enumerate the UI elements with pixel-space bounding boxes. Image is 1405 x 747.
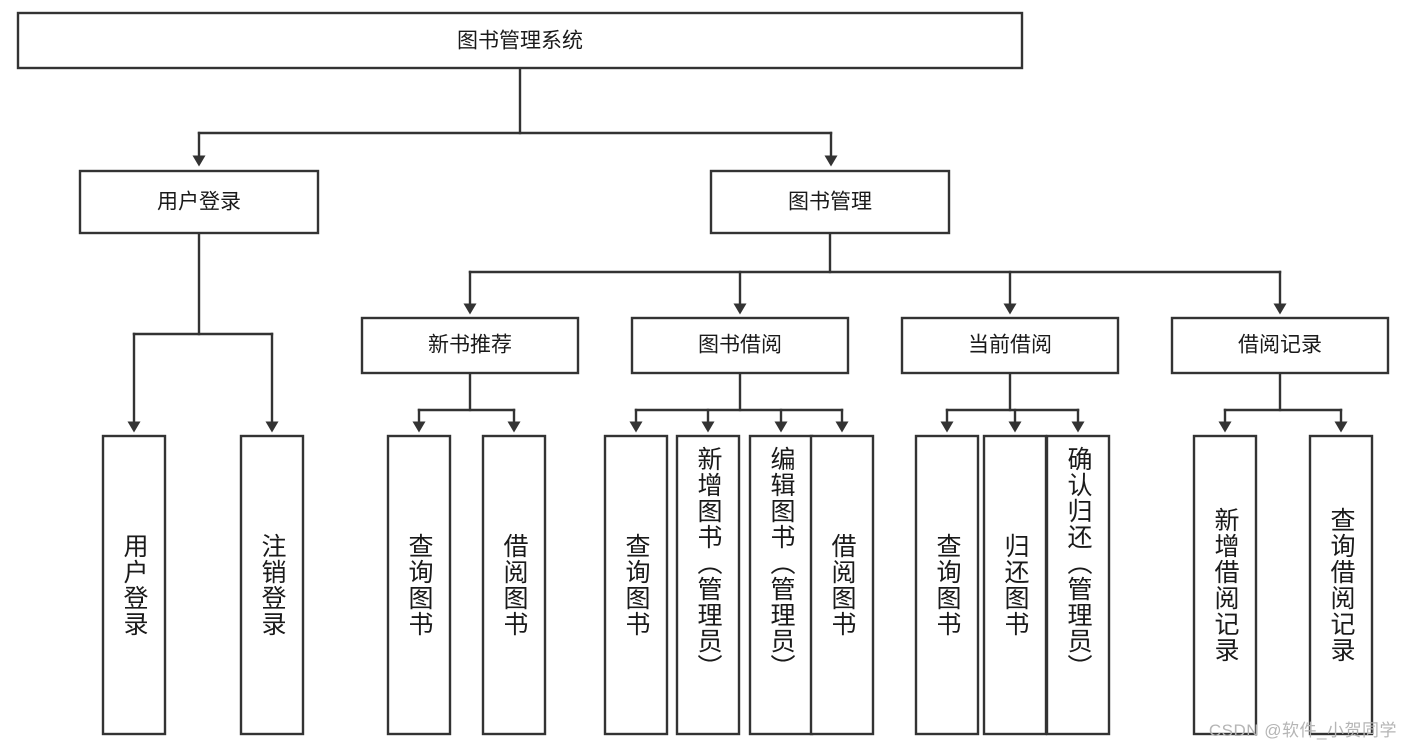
node-root[interactable]: 图书管理系统 (16, 11, 1024, 70)
node-current-borrow-label: 当前借阅 (968, 334, 1052, 357)
leaf-box-query-book-1[interactable] (386, 434, 452, 736)
node-book-borrow[interactable]: 图书借阅 (630, 316, 850, 375)
watermark-text: CSDN @软件_小贺同学 (1208, 721, 1397, 740)
node-borrow-record[interactable]: 借阅记录 (1170, 316, 1390, 375)
leaf-box-return-book[interactable] (982, 434, 1048, 736)
node-book-management[interactable]: 图书管理 (709, 169, 951, 235)
leaf-box-confirm-return[interactable] (1045, 434, 1111, 736)
node-user-login[interactable]: 用户登录 (78, 169, 320, 235)
node-book-borrow-label: 图书借阅 (698, 334, 782, 357)
connector-root-to-level2 (192, 66, 838, 167)
connector-book-borrow-to-leaves (629, 371, 849, 433)
connector-book-mgmt-to-level3 (463, 231, 1287, 315)
node-new-book-recommend[interactable]: 新书推荐 (360, 316, 580, 375)
leaf-box-borrow-book-2[interactable] (809, 434, 875, 736)
connector-new-book-rec-to-leaves (412, 371, 521, 433)
node-borrow-record-label: 借阅记录 (1238, 334, 1322, 357)
leaf-box-user-login[interactable] (101, 434, 167, 736)
leaf-box-query-book-2[interactable] (603, 434, 669, 736)
node-user-login-label: 用户登录 (157, 191, 241, 214)
leaf-box-borrow-book-1[interactable] (481, 434, 547, 736)
leaf-box-edit-book[interactable] (748, 434, 814, 736)
leaf-box-query-book-3[interactable] (914, 434, 980, 736)
node-current-borrow[interactable]: 当前借阅 (900, 316, 1120, 375)
connector-current-borrow-to-leaves (940, 371, 1085, 433)
connector-borrow-record-to-leaves (1218, 371, 1348, 433)
leaf-box-add-record[interactable] (1192, 434, 1258, 736)
node-root-label: 图书管理系统 (457, 30, 583, 53)
leaf-box-add-book[interactable] (675, 434, 741, 736)
node-new-book-recommend-label: 新书推荐 (428, 334, 512, 357)
connector-user-login-to-leaves (127, 231, 279, 433)
leaf-box-logout[interactable] (239, 434, 305, 736)
node-book-management-label: 图书管理 (788, 191, 872, 214)
leaf-box-query-record[interactable] (1308, 434, 1374, 736)
